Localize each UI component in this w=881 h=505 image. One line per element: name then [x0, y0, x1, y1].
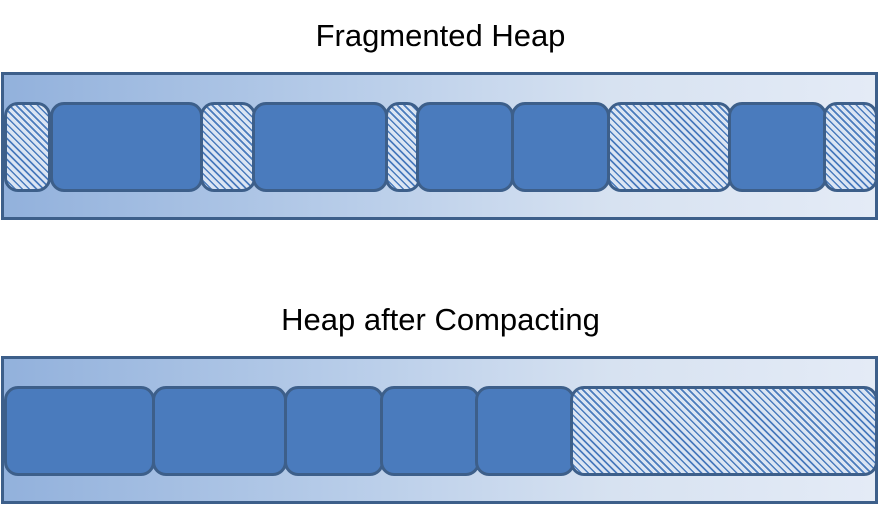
free-block: [200, 102, 256, 192]
used-block: [152, 386, 287, 476]
fragmented-heap-title: Fragmented Heap: [315, 18, 566, 53]
used-block: [511, 102, 610, 192]
free-block: [607, 102, 732, 192]
used-block: [475, 386, 575, 476]
free-block: [823, 102, 878, 192]
free-block: [570, 386, 878, 476]
used-block: [50, 102, 203, 192]
used-block: [252, 102, 388, 192]
fragmented-heap-bar: [1, 72, 878, 220]
compacted-heap-bar: [1, 356, 878, 504]
used-block: [284, 386, 384, 476]
used-block: [728, 102, 827, 192]
free-block: [4, 102, 51, 192]
compacted-heap-title: Heap after Compacting: [281, 302, 600, 337]
used-block: [416, 102, 514, 192]
used-block: [380, 386, 480, 476]
free-block: [385, 102, 421, 192]
used-block: [4, 386, 155, 476]
